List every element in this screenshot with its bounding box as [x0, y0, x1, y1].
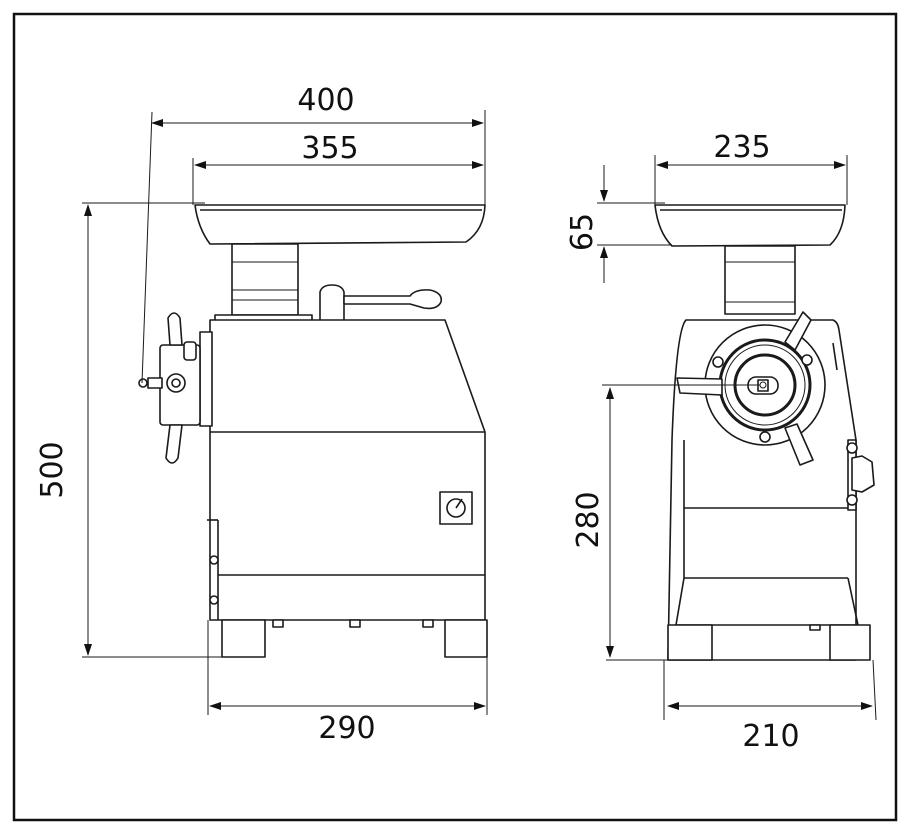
side-lever-base [319, 284, 345, 323]
front-hopper-tray [654, 204, 846, 247]
drawing-frame [12, 12, 898, 822]
side-dimensions: 400 355 500 290 [35, 83, 488, 746]
side-hopper-tray [194, 204, 486, 245]
front-foot-right [829, 624, 871, 661]
dim-290: 290 [318, 711, 375, 746]
side-view [138, 204, 488, 658]
dim-500: 500 [35, 441, 70, 498]
front-wing-top [784, 311, 812, 351]
dim-400: 400 [297, 83, 354, 118]
side-head-collar [199, 331, 213, 427]
side-neck [231, 243, 299, 316]
side-body [209, 319, 486, 621]
dim-355: 355 [301, 131, 358, 166]
dim-65: 65 [565, 213, 600, 251]
dim-280: 280 [571, 491, 606, 548]
side-handle-bottom [165, 424, 183, 464]
dim-210: 210 [742, 719, 799, 754]
front-wing-bottom [784, 423, 814, 466]
side-foot-right [444, 619, 488, 658]
front-view [654, 204, 875, 661]
side-lever-handle [343, 289, 443, 310]
front-foot-left [667, 624, 713, 661]
front-dimensions: 235 65 280 210 [565, 130, 877, 754]
front-wing-left [676, 377, 723, 396]
front-neck [724, 245, 796, 315]
switch-icon [446, 498, 466, 518]
dim-235: 235 [713, 130, 770, 165]
front-switch [851, 455, 875, 493]
side-foot-left [221, 619, 266, 658]
side-handle-top [167, 312, 183, 346]
